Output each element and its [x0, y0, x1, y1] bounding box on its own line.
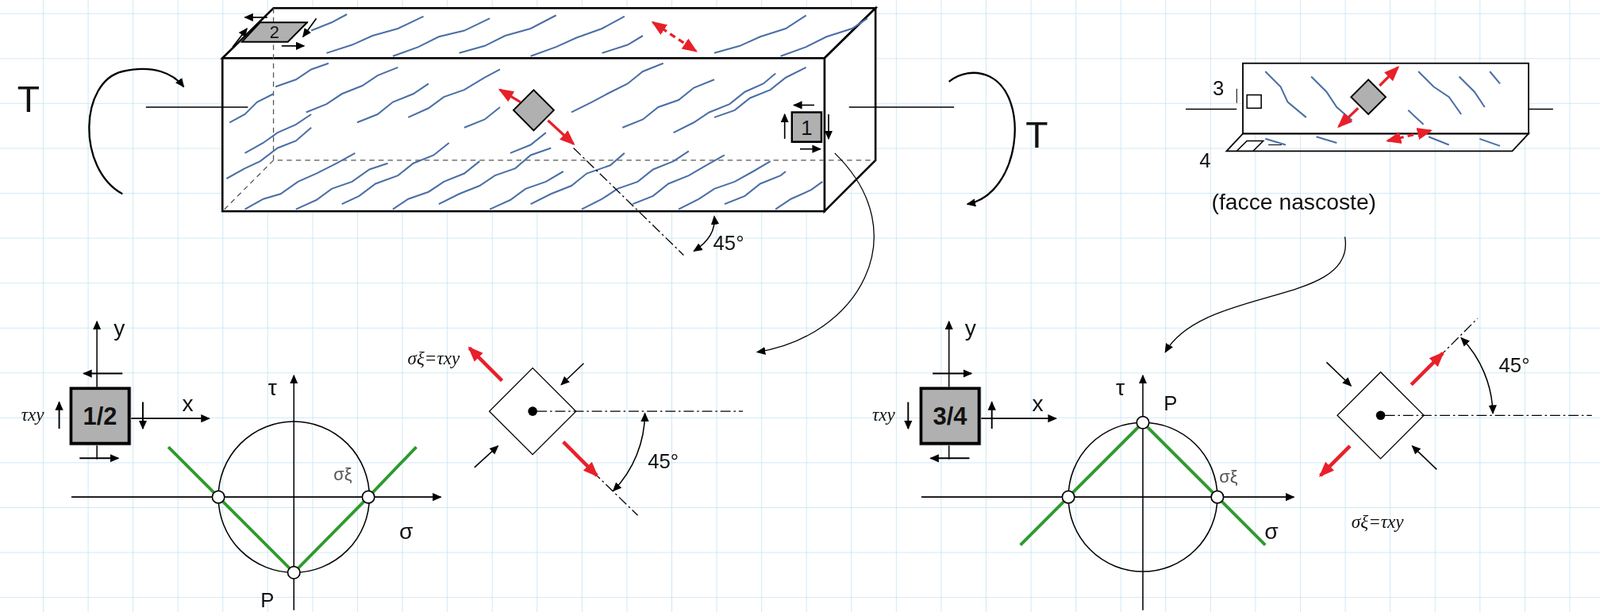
- stress-element: 1/2: [69, 386, 131, 445]
- point-label: P: [260, 589, 274, 611]
- stress-label: σξ: [333, 465, 352, 484]
- torque-label: T: [17, 81, 40, 119]
- stress-label: σξ=τxy: [407, 349, 461, 368]
- point-label: P: [1163, 392, 1177, 414]
- angle-label: 45°: [647, 450, 679, 472]
- node-text: 2: [269, 23, 280, 42]
- stress-label: τxy: [21, 404, 45, 424]
- axis-label: x: [182, 392, 194, 416]
- axis-label: τ: [268, 376, 277, 399]
- node-text: 3/4: [933, 403, 968, 429]
- axis-label: σ: [1264, 520, 1278, 543]
- angle-label: 45°: [1499, 354, 1531, 376]
- stress-element: 1: [790, 111, 823, 143]
- stress-element: 3/4: [919, 386, 981, 445]
- axis-label: y: [965, 317, 977, 340]
- torque-label: T: [1025, 117, 1048, 154]
- stress-label: σξ: [1219, 468, 1238, 486]
- axis-label: σ: [399, 520, 413, 543]
- stress-label: τxy: [872, 404, 896, 424]
- node-text: 1/2: [83, 403, 118, 429]
- axis-label: x: [1032, 392, 1044, 416]
- stress-element: 2: [240, 21, 308, 43]
- note: (facce nascoste): [1211, 190, 1377, 213]
- axis-label: y: [113, 317, 125, 340]
- stress-label: σξ=τxy: [1351, 511, 1404, 531]
- node-text: 1: [800, 116, 812, 138]
- element-outline: [242, 22, 308, 42]
- element-number: 4: [1199, 150, 1211, 171]
- element-number: 3: [1212, 77, 1224, 99]
- angle-label: 45°: [713, 232, 745, 254]
- axis-label: τ: [1115, 376, 1125, 399]
